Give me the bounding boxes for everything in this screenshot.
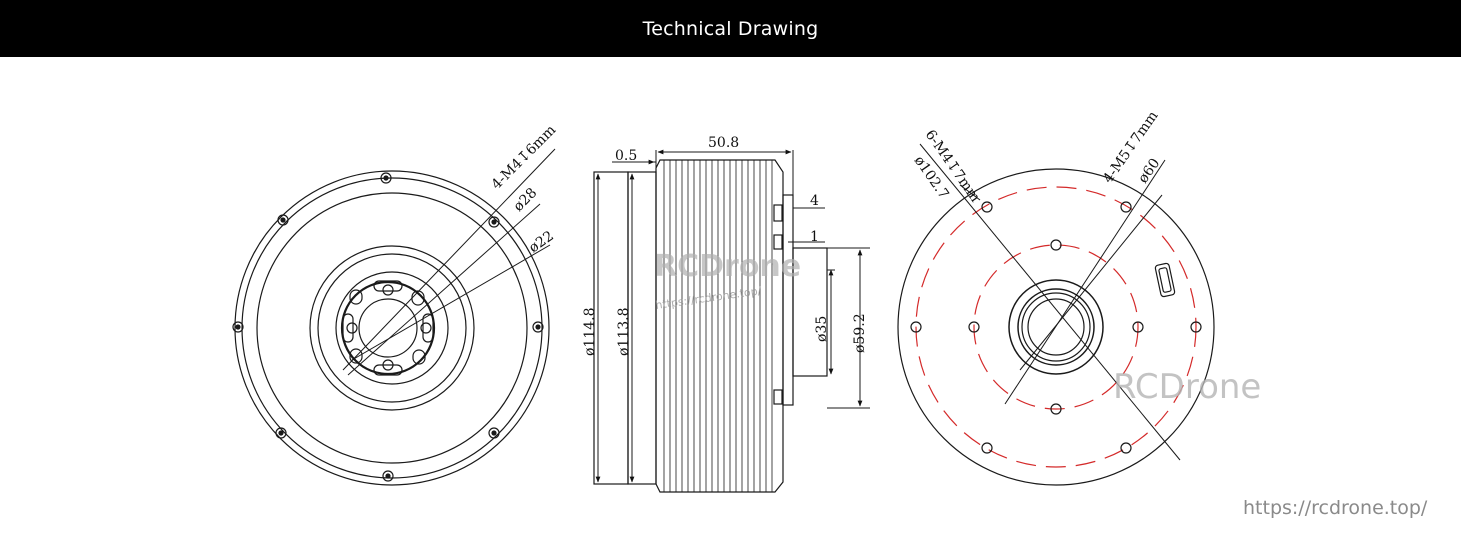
side-dim-4: 4 [810,193,819,209]
side-fins [663,160,773,492]
side-holes [773,204,783,405]
front-hub-outer [309,245,475,411]
front-hub-mid [317,253,467,403]
side-len-total: 50.8 [708,135,739,151]
rear-slot [1154,262,1176,298]
rear-outer [897,168,1215,486]
front-shaft-outer [340,280,436,376]
rear-view [897,143,1215,486]
rear-labels: 6-M4↧7mm ø102.7 4-M5↧7mm ø60 [911,108,1164,205]
rcdrone-watermark-rear: RCDrone [1113,367,1261,407]
front-shaft-holes [346,284,432,371]
front-leader-lines [342,148,556,376]
rear-bearing-3 [1021,292,1091,362]
side-view [593,149,870,493]
side-dia-1138: ø113.8 [616,307,632,356]
rear-dia-60: ø60 [1135,156,1163,187]
header-bar: Technical Drawing [0,0,1461,57]
footer-url-watermark: https://rcdrone.top/ [1243,497,1428,519]
header-title: Technical Drawing [642,17,819,40]
side-dim-1: 1 [810,229,819,245]
rear-bearing-1 [1008,279,1104,375]
side-dia-592: ø59.2 [852,313,868,353]
side-len-gap: 0.5 [615,148,637,164]
front-outer-rim [234,170,550,486]
side-rear-cap [782,194,794,406]
side-dia-1148: ø114.8 [582,307,598,356]
front-dia-28: ø28 [511,185,541,215]
front-rim-screws [232,172,544,482]
rear-bearing-4 [1027,298,1085,356]
front-view [232,148,556,486]
rear-dashed-102 [915,186,1197,468]
rear-inner-holes [968,239,1144,415]
technical-drawing: 4-M4↧6mm ø28 ø22 [232,108,1261,493]
watermark-brand-rear: RCDrone [1113,367,1261,407]
watermark-url-side: https://rcdrone.top/ [655,284,763,312]
rcdrone-watermark-side: RCDrone https://rcdrone.top/ [654,249,801,312]
front-face [256,192,528,464]
front-holes-label: 4-M4↧6mm [489,122,560,193]
rear-dashed-60 [973,244,1139,410]
rear-leader-lines [919,143,1181,461]
rear-outer-holes [910,201,1202,454]
rear-bearing-2 [1017,288,1095,366]
front-hub-inner [335,271,449,385]
front-shaft-inner [358,298,418,358]
side-dimensions [595,149,870,483]
side-bell-body [655,159,784,493]
side-shaft-boss [792,247,828,377]
side-labels: 50.8 0.5 4 1 ø114.8 ø113.8 ø35 ø59.2 [582,135,868,356]
side-dia-35: ø35 [814,316,830,342]
front-mount-slots [342,280,434,376]
front-labels: 4-M4↧6mm ø28 ø22 [489,122,560,256]
front-dia-22: ø22 [526,228,557,256]
watermark-brand-side: RCDrone [654,249,801,284]
